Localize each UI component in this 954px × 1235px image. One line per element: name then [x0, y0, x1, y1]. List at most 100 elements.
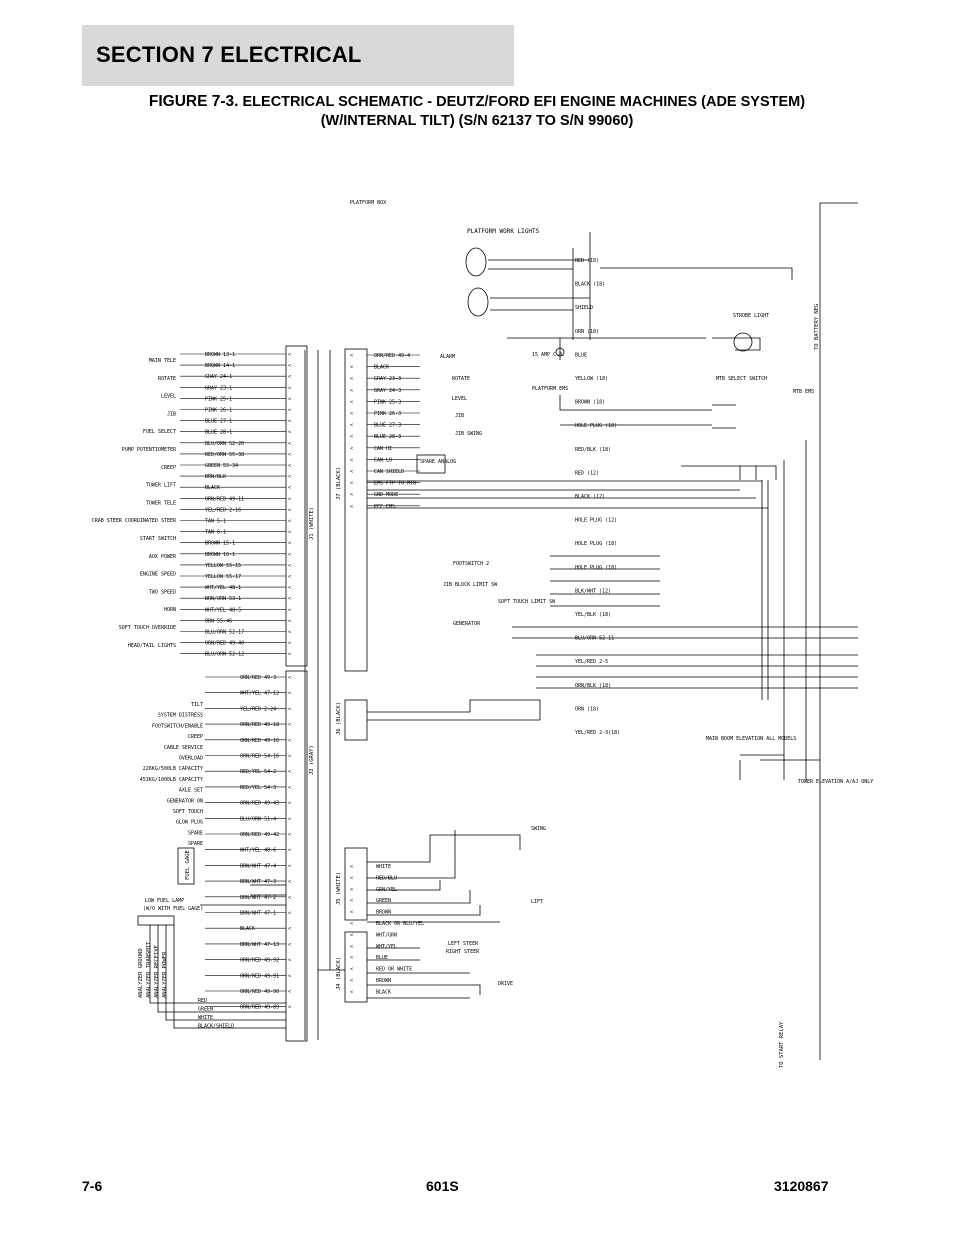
- mtb-select-label: MTB SELECT SWITCH: [716, 376, 767, 382]
- work-light-1: [465, 247, 487, 277]
- connector-j1-body: [285, 345, 308, 667]
- pin-mark: <: [288, 1005, 291, 1011]
- j1-wire-label: PINK 25-1: [205, 396, 232, 402]
- j2-function-label: 226KG/500LB CAPACITY: [143, 766, 203, 772]
- pin-mark: <: [288, 574, 291, 580]
- mtb-ems-label: MTB EMS: [793, 389, 814, 395]
- pin-mark: <: [350, 967, 353, 973]
- j2-function-label: GLOW PLUG: [176, 820, 203, 826]
- jib-swing-label: JIB SWING: [455, 431, 482, 437]
- pin-mark: <: [350, 434, 353, 440]
- pin-mark: <: [350, 457, 353, 463]
- j1-wire-label: BLACK: [205, 485, 220, 491]
- pin-mark: <: [288, 441, 291, 447]
- pin-mark: <: [288, 596, 291, 602]
- pin-mark: <: [288, 607, 291, 613]
- figure-title-line2: (W/INTERNAL TILT) (S/N 62137 TO S/N 9906…: [320, 113, 634, 129]
- pin-mark: <: [288, 769, 291, 775]
- figure-title-text: ELECTRICAL SCHEMATIC - DEUTZ/FORD EFI EN…: [242, 94, 806, 110]
- right-wire-label: SHIELD: [575, 305, 593, 311]
- right-wire-label: RED (18): [575, 258, 599, 264]
- j2-wire-label: ORN/RED 49-16: [240, 738, 279, 744]
- j7-wire-label: PINK 26-3: [374, 411, 401, 417]
- pin-mark: <: [288, 496, 291, 502]
- pin-mark: <: [350, 446, 353, 452]
- elevation-switch-wires: [739, 754, 820, 780]
- fuel-gage-label: FUEL GAGE: [185, 850, 191, 880]
- analyzer-pin-label: ANALYZER GROUND: [138, 948, 144, 998]
- swing-label: SWING: [531, 826, 546, 832]
- strobe-light-label: STROBE LIGHT: [733, 313, 769, 319]
- j1-wire-label: YEL/RED 2-16: [205, 507, 241, 513]
- j2-function-label: CABLE SERVICE: [164, 745, 203, 751]
- j1-wire-label: WHT/YEL 48-5: [205, 607, 241, 613]
- ground-module-wires: [367, 699, 541, 721]
- work-light-2: [467, 287, 489, 317]
- pin-mark: <: [288, 452, 291, 458]
- j1-function-label: PUMP POTENTIOMETER: [122, 447, 177, 453]
- pin-mark: <: [288, 706, 291, 712]
- right-wire-label: HOLE PLUG (12): [575, 518, 617, 524]
- j7-wire-label: PFF EMS: [374, 504, 395, 510]
- j2-wire-label: ORN/RED 49-3: [240, 675, 276, 681]
- j5-j4-wire-label: BLACK OR BLU/YEL: [376, 921, 424, 927]
- model-number: 601S: [426, 1178, 459, 1194]
- j1-function-label: START SWITCH: [140, 536, 176, 542]
- platform-ems-label: PLATFORM EMS: [532, 386, 568, 392]
- low-fuel-note-label: (W/O WITH FUEL GAGE): [143, 906, 203, 912]
- right-wire-label: BLACK (12): [575, 494, 605, 500]
- page-number: 7-6: [82, 1178, 103, 1194]
- j2-function-label: TILT: [191, 702, 203, 708]
- pin-mark: <: [288, 630, 291, 636]
- pin-mark: <: [288, 563, 291, 569]
- circuit-breaker: [555, 347, 565, 357]
- internal-bus-lines: [304, 350, 345, 1040]
- j1-function-label: TWO SPEED: [149, 589, 176, 595]
- pin-mark: <: [288, 652, 291, 658]
- j5-j4-wire-label: GRN/YEL: [376, 887, 397, 893]
- j1-wire-label: BLU/ORN 52-12: [205, 652, 244, 658]
- connector-j4-body: [344, 931, 368, 1003]
- aux-right-wires: [550, 555, 660, 607]
- figure-title-line1: FIGURE 7-3. ELECTRICAL SCHEMATIC - DEUTZ…: [0, 93, 954, 111]
- tower-elevation-label: TOWER ELEVATION A/AJ ONLY: [798, 779, 873, 785]
- platform-box-label: PLATFORM BOX: [350, 200, 386, 206]
- j1-wire-label: BRN/BLK: [205, 474, 226, 480]
- j5-label: J5 (WHITE): [336, 872, 342, 905]
- pin-mark: <: [288, 419, 291, 425]
- j2-wire-label: BRN/WHT 47-2: [240, 895, 276, 901]
- document-number: 3120867: [774, 1178, 829, 1194]
- pin-mark: <: [288, 374, 291, 380]
- j2-wire-label: WHT/YEL 48-6: [240, 848, 276, 854]
- j1-wire-label: BLU/ORN 52-17: [205, 630, 244, 636]
- pin-mark: <: [350, 864, 353, 870]
- right-wire-label: RED (12): [575, 470, 599, 476]
- pin-mark: <: [288, 832, 291, 838]
- j1-wire-label: GRAY 23-1: [205, 385, 232, 391]
- pin-mark: <: [288, 530, 291, 536]
- pin-mark: <: [288, 926, 291, 932]
- pin-mark: <: [350, 376, 353, 382]
- work-light-2-wires: [490, 297, 590, 311]
- j7-wire-label: CAN HI: [374, 446, 392, 452]
- j2-wire-label: BLU/ORN 51-4: [240, 816, 276, 822]
- j1-pin-rows: <BROWN 13-1<BROWN 14-1<GRAY 24-1<GRAY 23…: [92, 352, 291, 658]
- j2-function-label: CREEP: [188, 734, 203, 740]
- analyzer-wire-label: BLACK/SHIELD: [198, 1024, 234, 1030]
- j1-wire-label: BLUE 27-1: [205, 419, 232, 425]
- connector-j7-body: [344, 348, 368, 672]
- low-fuel-lamp-label: LOW FUEL LAMP: [145, 898, 184, 904]
- right-wire-label: ORN (18): [575, 329, 599, 335]
- analyzer-pin-label: ANALYZER POWER: [162, 951, 168, 998]
- spare-analog-box: [416, 454, 446, 474]
- section-title: SECTION 7 ELECTRICAL: [96, 42, 362, 67]
- pin-mark: <: [288, 396, 291, 402]
- j2-wire-label: BLACK: [240, 926, 255, 932]
- j1-label: J1 (WHITE): [309, 507, 315, 540]
- pin-mark: <: [288, 485, 291, 491]
- pin-mark: <: [350, 504, 353, 510]
- right-wire-label: ORN (18): [575, 706, 599, 712]
- battery-neg-wire: [819, 202, 858, 1060]
- j2-wire-label: YEL/RED 2-24: [240, 706, 276, 712]
